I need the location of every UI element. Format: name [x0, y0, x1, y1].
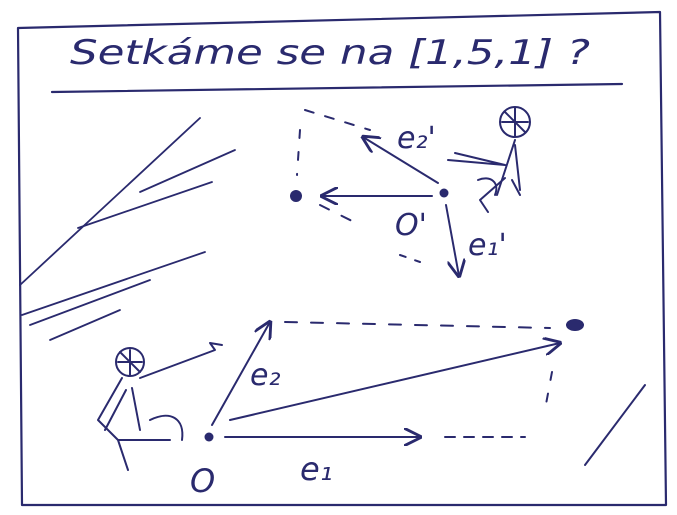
axis-e1-prime-arrow [446, 205, 459, 276]
origin-point [205, 433, 214, 442]
origin-prime-point [440, 189, 449, 198]
guide-dashes-right [544, 372, 552, 415]
sketch-frame [18, 12, 666, 505]
title-underline [52, 84, 622, 92]
meeting-point [566, 319, 584, 331]
label-origin-prime: O' [395, 208, 427, 243]
label-e1-prime: e₁' [468, 228, 507, 263]
label-e2: e₂ [250, 358, 280, 393]
light-rays [20, 118, 235, 340]
right-stroke [585, 385, 645, 465]
observer-bottom [98, 343, 222, 470]
guide-dashes-upper-bottom [320, 205, 360, 225]
label-origin: O [190, 462, 215, 500]
guide-dashes-upper [305, 110, 370, 130]
label-e2-prime: e₂' [397, 121, 436, 156]
guide-dashes-top [285, 322, 550, 328]
label-e1: e₁ [300, 450, 333, 488]
guide-dashes-upper-left [297, 130, 300, 175]
left-point [290, 190, 302, 202]
page-title: Setkáme se na [1,5,1] ? [70, 33, 590, 73]
observer-top [448, 107, 530, 212]
guide-dashes-upper-bottom2 [400, 255, 420, 262]
